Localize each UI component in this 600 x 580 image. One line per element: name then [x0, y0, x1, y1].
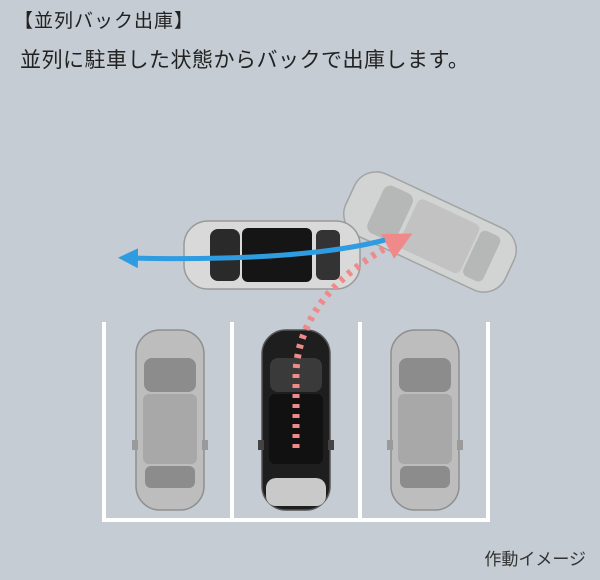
forward-path-arrow — [118, 237, 386, 269]
image-caption: 作動イメージ — [484, 550, 586, 570]
parked-car-right — [387, 329, 463, 511]
ego-car-reversed-ghost — [343, 171, 517, 293]
parked-car-left — [132, 329, 208, 511]
parking-lines — [102, 322, 490, 522]
diagram-title: 【並列バック出庫】 — [14, 10, 195, 32]
ego-car-parked — [258, 329, 334, 511]
diagram-description: 並列に駐車した状態からバックで出庫します。 — [20, 48, 470, 72]
